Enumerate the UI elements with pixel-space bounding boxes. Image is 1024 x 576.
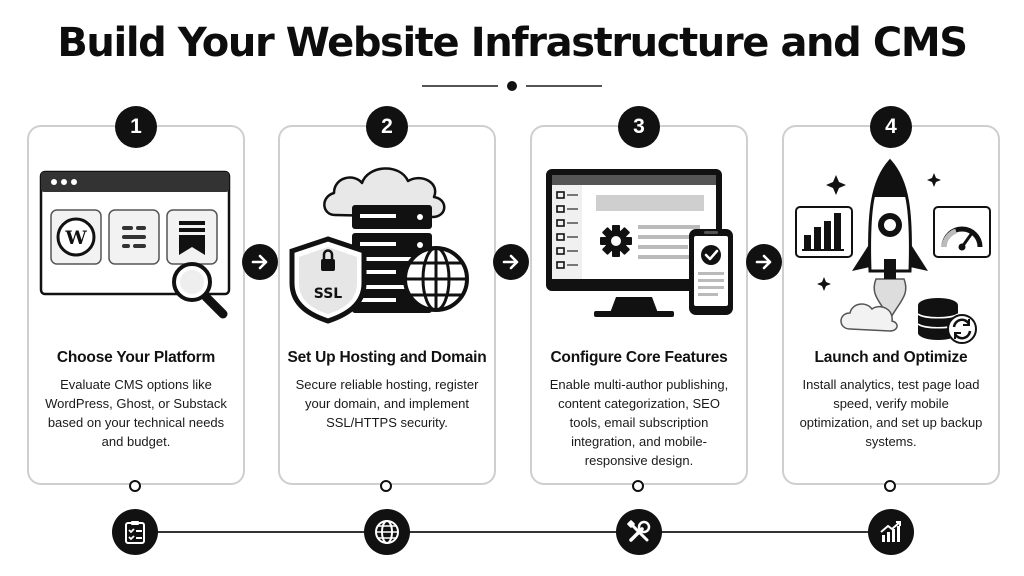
growth-chart-icon [868, 509, 914, 555]
step-4-description: Install analytics, test page load speed,… [799, 377, 983, 449]
step-2-description: Secure reliable hosting, register your d… [295, 377, 479, 430]
svg-text:W: W [64, 227, 87, 249]
timeline-line [130, 531, 900, 533]
globe-icon [403, 246, 469, 312]
ghost-logo-icon [108, 209, 160, 265]
step-4-illustration [795, 158, 991, 344]
step-badge-4: 4 [870, 106, 912, 148]
title-divider [422, 80, 602, 92]
database-sync-icon [917, 298, 977, 344]
arrow-right-icon [242, 244, 278, 280]
check-circle-icon [701, 245, 721, 265]
step-1-heading: Choose Your Platform [56, 349, 216, 366]
tools-icon [616, 509, 662, 555]
substack-logo-icon [166, 209, 218, 265]
step-connector-3-4 [744, 243, 784, 281]
speedometer-icon [933, 206, 991, 258]
cloud-small-icon [840, 303, 898, 332]
timeline-node-3 [632, 480, 644, 492]
step-2-illustration: SSL [289, 167, 469, 324]
wordpress-logo-icon: W [50, 209, 102, 265]
step-card-4: Launch and Optimize Install analytics, t… [782, 125, 1000, 485]
step-3-heading: Configure Core Features [550, 349, 728, 366]
step-4-heading: Launch and Optimize [814, 349, 968, 366]
globe-icon [364, 509, 410, 555]
timeline-node-1 [129, 480, 141, 492]
magnifier-icon [172, 262, 228, 319]
desktop-monitor-icon [546, 169, 722, 317]
step-card-1: W Choose Your Platform Evaluate CMS opti… [27, 125, 245, 485]
step-connector-1-2 [240, 243, 280, 281]
clipboard-checklist-icon [112, 509, 158, 555]
ssl-shield-icon: SSL [289, 236, 367, 324]
step-badge-3: 3 [618, 106, 660, 148]
timeline-node-2 [380, 480, 392, 492]
smartphone-icon [689, 229, 733, 315]
step-1-illustration: W [39, 170, 231, 319]
step-badge-2: 2 [366, 106, 408, 148]
arrow-right-icon [493, 244, 529, 280]
svg-text:SSL: SSL [314, 286, 343, 302]
page-title: Build Your Website Infrastructure and CM… [57, 20, 968, 66]
gear-icon [600, 225, 632, 257]
step-3-illustration [546, 169, 733, 317]
step-1-description: Evaluate CMS options like WordPress, Gho… [45, 377, 227, 449]
rocket-icon [852, 158, 928, 321]
cloud-icon [323, 167, 446, 219]
arrow-right-icon [746, 244, 782, 280]
step-card-3: Configure Core Features Enable multi-aut… [530, 125, 748, 485]
step-2-heading: Set Up Hosting and Domain [287, 349, 487, 366]
timeline-node-4 [884, 480, 896, 492]
step-card-2: SSL Set Up Hosting and Domain Secure rel… [278, 125, 496, 485]
bar-chart-icon [795, 206, 853, 258]
sparkle-icon [817, 173, 941, 291]
step-badge-1: 1 [115, 106, 157, 148]
step-3-description: Enable multi-author publishing, content … [549, 377, 729, 468]
step-connector-2-3 [491, 243, 531, 281]
